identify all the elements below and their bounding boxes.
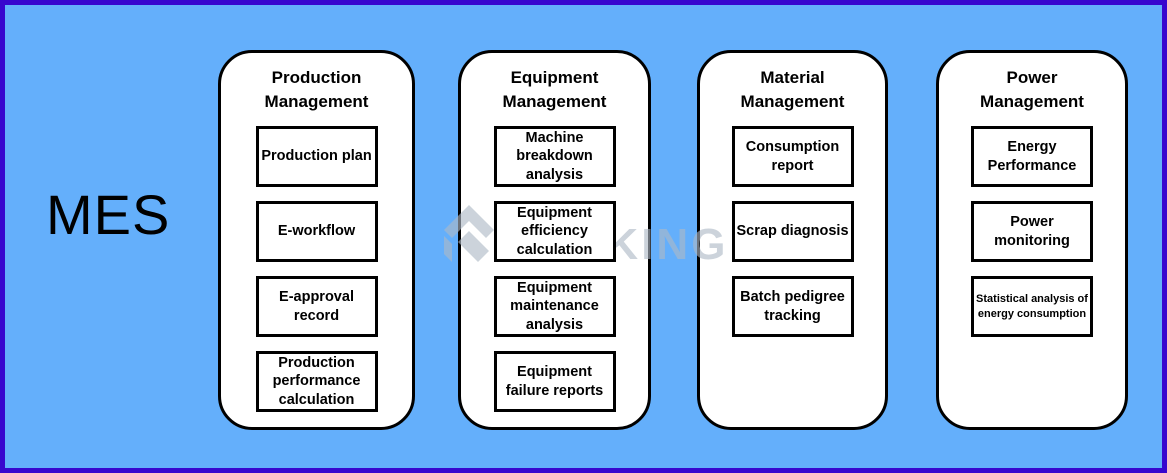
module-box-machine-breakdown-analysis: Machine breakdown analysis bbox=[493, 126, 616, 187]
module-box-consumption-report: Consumption report bbox=[731, 126, 854, 187]
module-box-energy-performance: Energy Performance bbox=[971, 126, 1093, 187]
column-production-management: Production Management Production plan E-… bbox=[218, 50, 415, 430]
page-title: MES bbox=[46, 183, 171, 246]
column-power-management: Power Management Energy Performance Powe… bbox=[936, 50, 1128, 430]
module-box-equipment-efficiency-calculation: Equipment efficiency calculation bbox=[493, 201, 616, 262]
module-box-scrap-diagnosis: Scrap diagnosis bbox=[731, 201, 854, 262]
module-box-power-monitoring: Power monitoring bbox=[971, 201, 1093, 262]
module-box-e-approval-record: E-approval record bbox=[255, 276, 378, 337]
column-title: Production Management bbox=[264, 68, 369, 111]
module-box-e-workflow: E-workflow bbox=[255, 201, 378, 262]
column-material-management: Material Management Consumption report S… bbox=[697, 50, 888, 430]
column-title: Equipment Management bbox=[502, 68, 607, 111]
module-box-batch-pedigree-tracking: Batch pedigree tracking bbox=[731, 276, 854, 337]
column-equipment-management: Equipment Management Machine breakdown a… bbox=[458, 50, 651, 430]
module-box-equipment-maintenance-analysis: Equipment maintenance analysis bbox=[493, 276, 616, 337]
column-title: Power Management bbox=[980, 68, 1084, 111]
module-box-equipment-failure-reports: Equipment failure reports bbox=[493, 351, 616, 412]
module-box-production-plan: Production plan bbox=[255, 126, 378, 187]
module-box-production-performance-calculation: Production performance calculation bbox=[255, 351, 378, 412]
column-title: Material Management bbox=[740, 68, 845, 111]
module-box-statistical-analysis-energy-consumption: Statistical analysis of energy consumpti… bbox=[971, 276, 1093, 337]
